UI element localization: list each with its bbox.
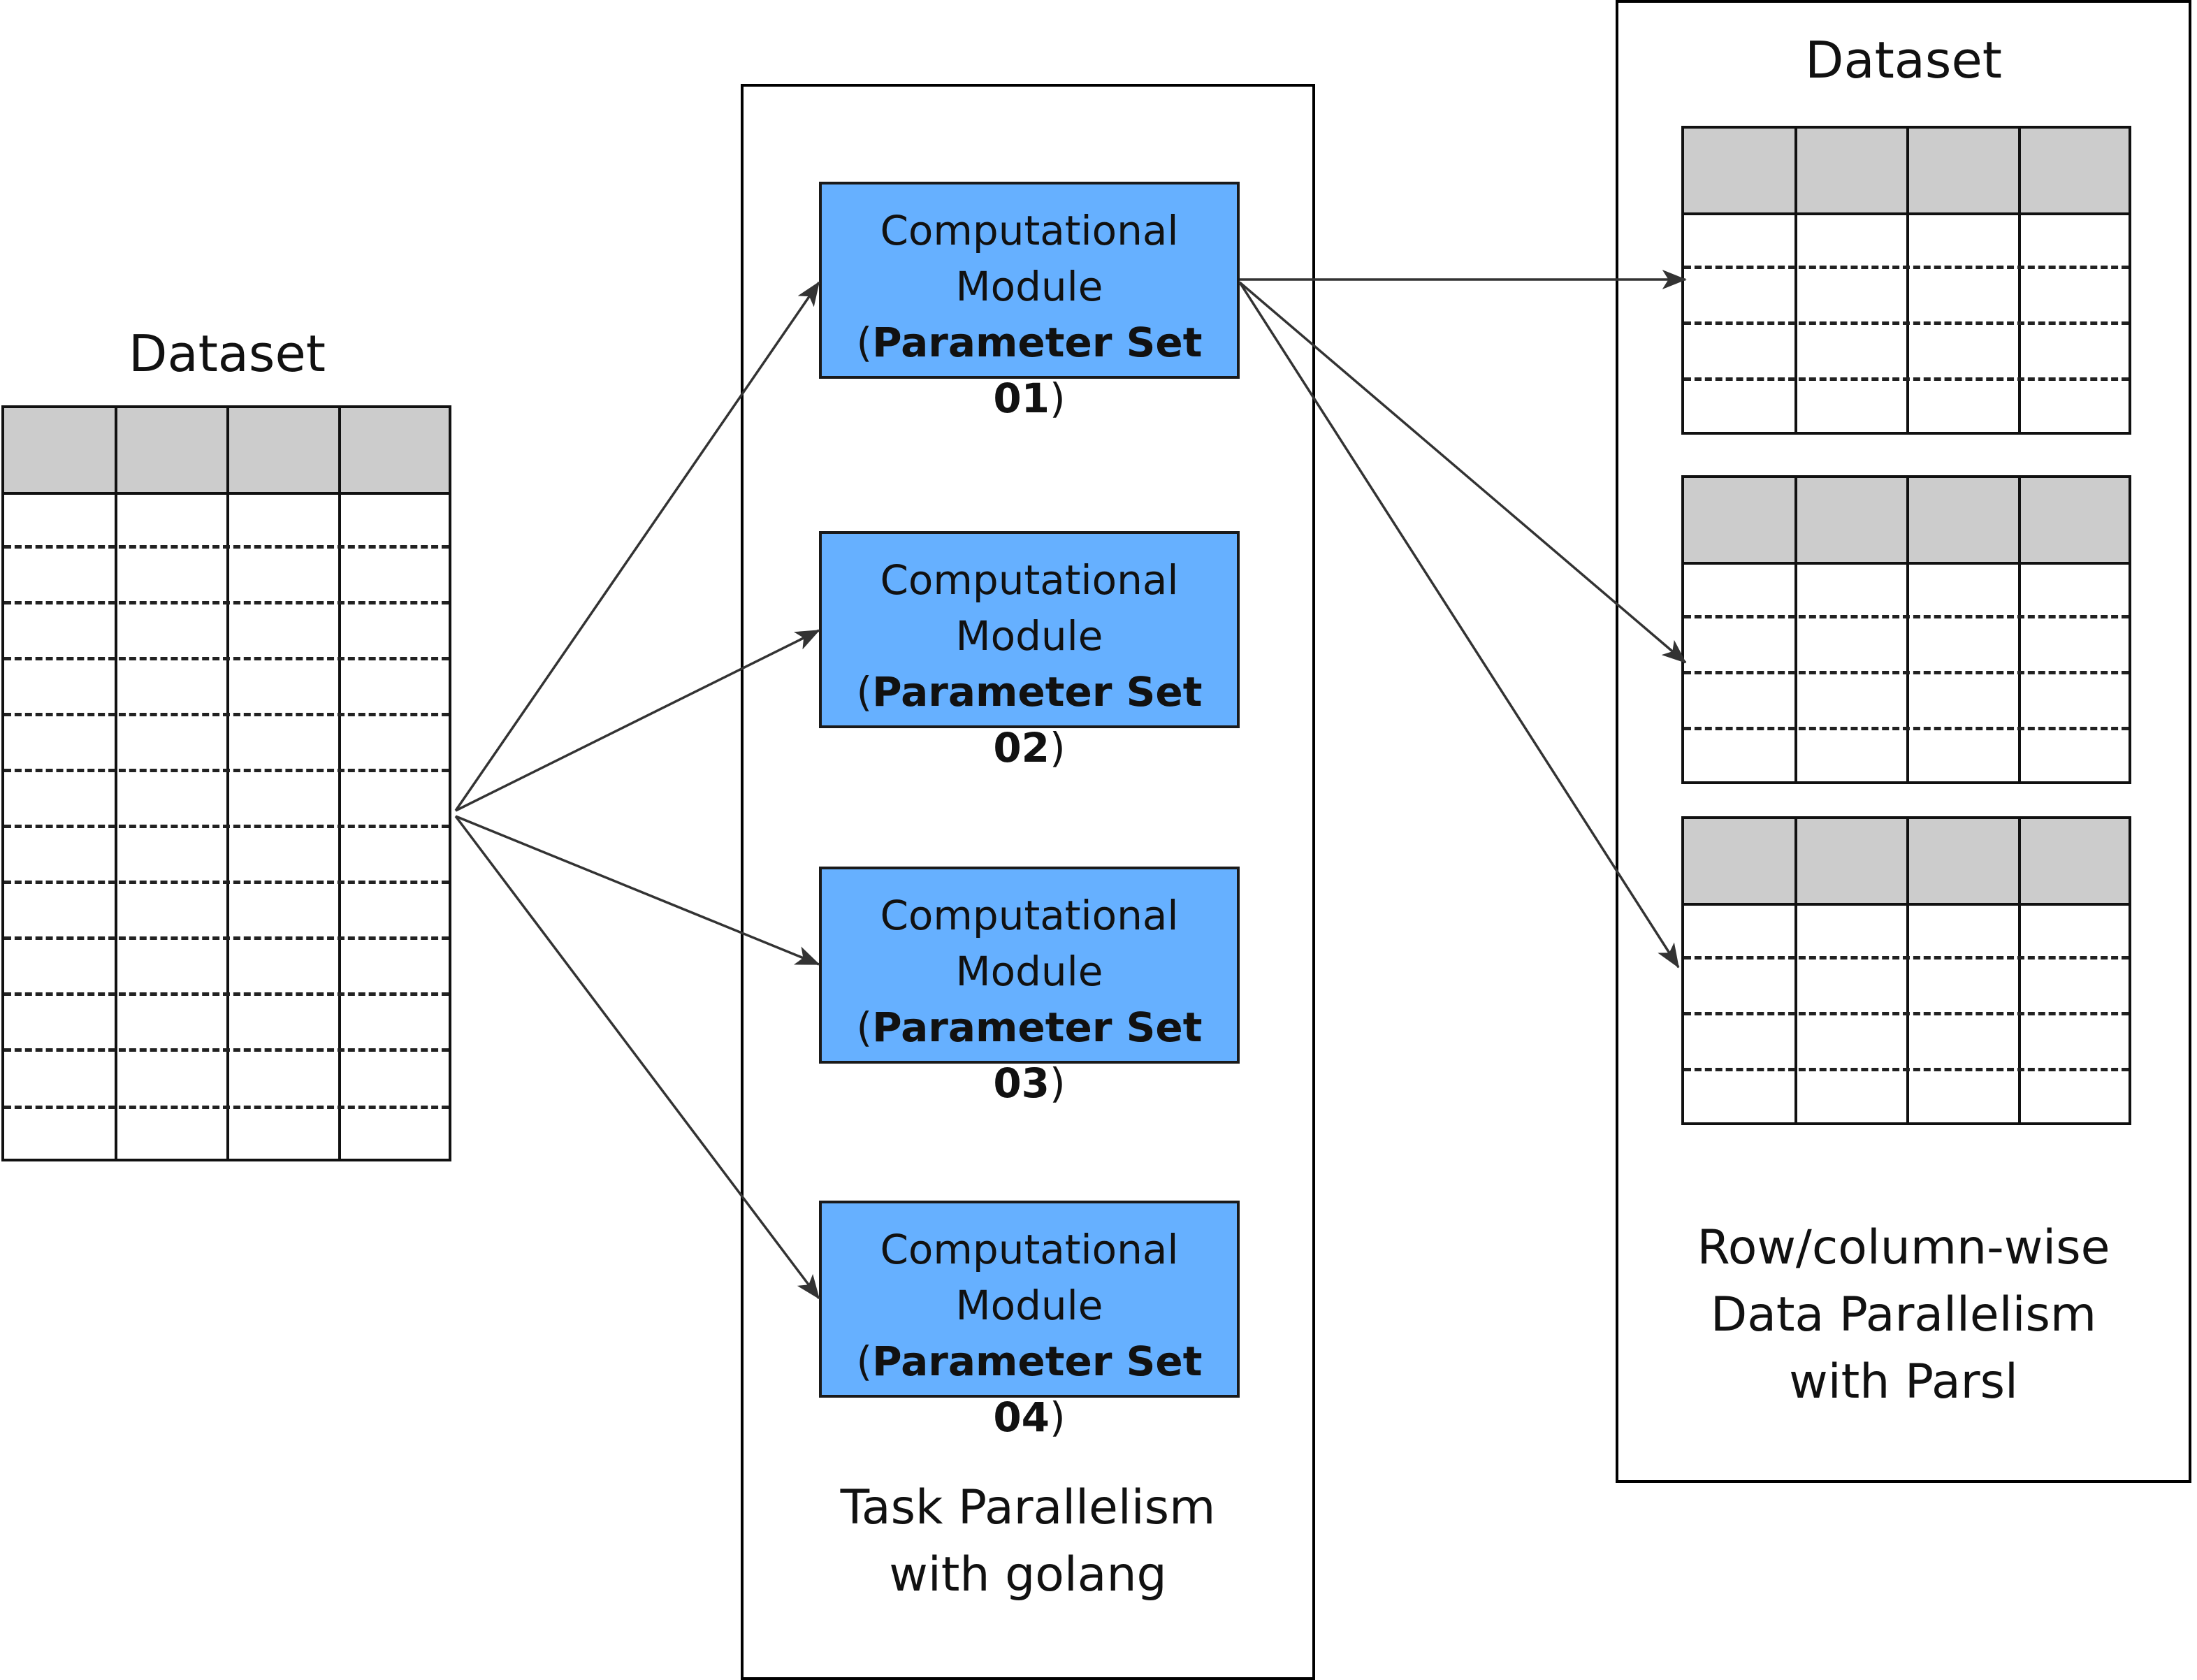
right-dataset-table-1 [1681,126,2131,435]
arrow-dataset-to-module-02 [455,629,820,812]
task-parallelism-caption: Task Parallelism with golang [840,1480,1216,1602]
computational-module-01: Computational Module (Parameter Set 01) [819,182,1240,422]
computational-module-02: Computational Module (Parameter Set 02) [819,531,1240,772]
arrow-module-01-to-table-3 [1238,282,1680,969]
computational-module-03: Computational Module (Parameter Set 03) [819,867,1240,1107]
left-dataset-table [1,405,451,1161]
right-dataset-table-2 [1681,475,2131,784]
left-dataset-title: Dataset [129,324,326,383]
data-parallelism-caption: Row/column-wise Data Parallelism with Pa… [1697,1220,2110,1410]
arrow-dataset-to-module-04 [454,815,820,1300]
arrow-dataset-to-module-01 [454,281,820,811]
arrow-dataset-to-module-03 [455,815,820,966]
arrow-module-01-to-table-2 [1238,281,1687,664]
right-dataset-table-3 [1681,816,2131,1125]
computational-module-04: Computational Module (Parameter Set 04) [819,1201,1240,1441]
right-dataset-title: Dataset [1805,31,2002,89]
